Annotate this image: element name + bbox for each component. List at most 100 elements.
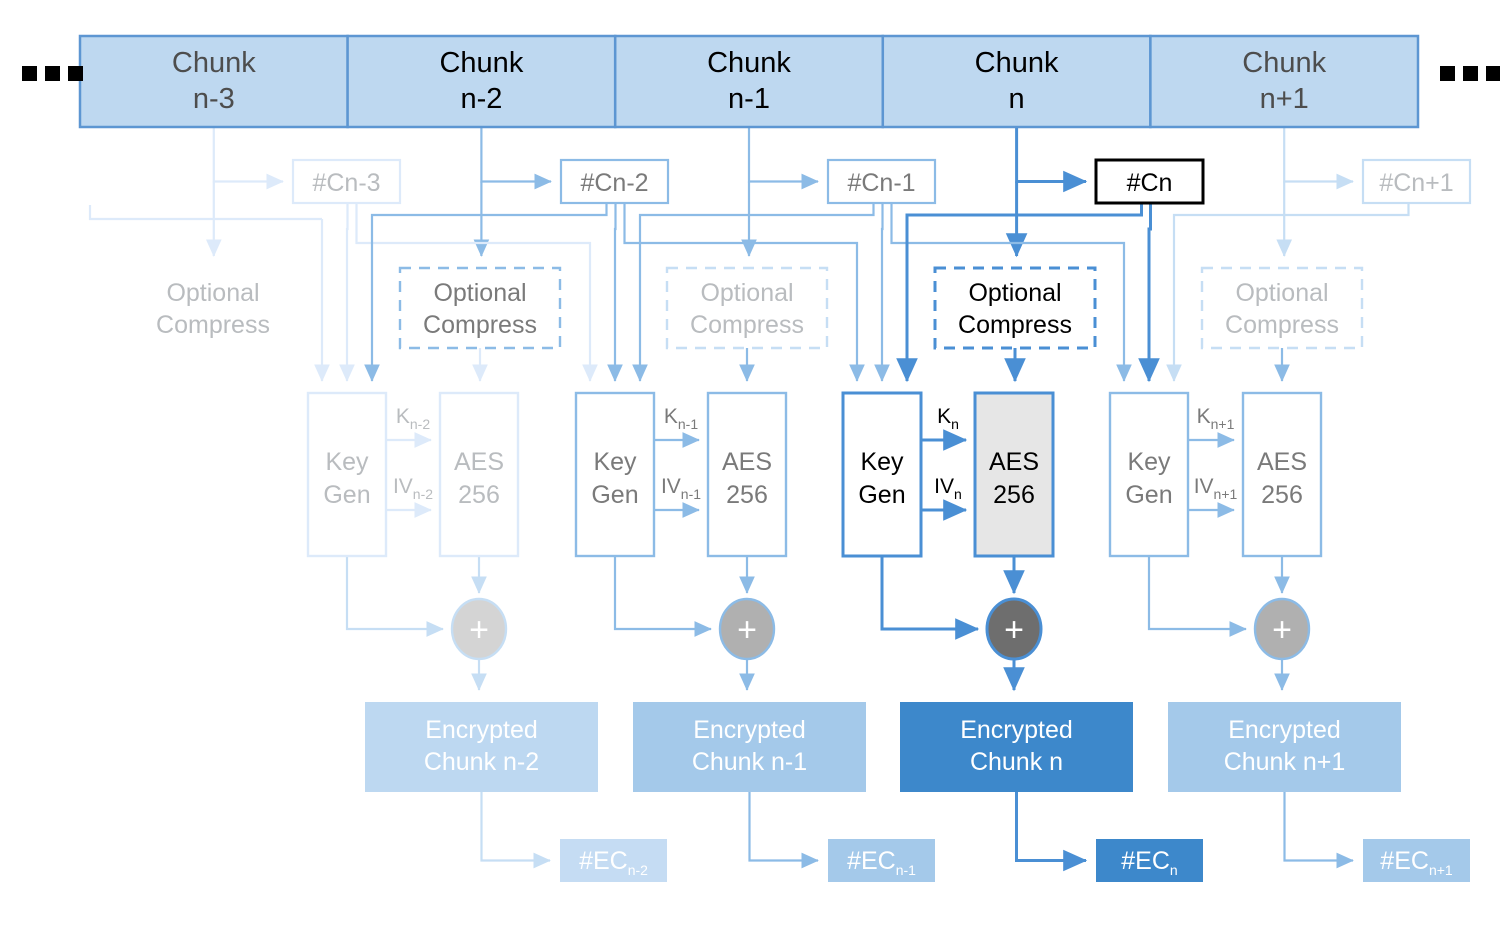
encrypted-box-enc-np1[interactable] bbox=[1168, 702, 1401, 792]
keygen-line2-kg-np1: Gen bbox=[1125, 481, 1172, 509]
chunk-label-c-np1: Chunk bbox=[1242, 47, 1326, 79]
xor-glyph-xor-n1: + bbox=[737, 611, 757, 649]
aes-box-aes-n2[interactable] bbox=[438, 391, 520, 558]
compress-box-oc-n[interactable] bbox=[933, 266, 1097, 350]
encrypted-line1-enc-np1: Encrypted bbox=[1228, 716, 1341, 744]
connector-line bbox=[1015, 127, 1088, 193]
hash-label-h-n: #Cn bbox=[1127, 169, 1173, 197]
hash-label-h-n1: #Cn-1 bbox=[847, 169, 915, 197]
connector-line bbox=[748, 792, 819, 869]
hash-box-h-np1[interactable] bbox=[1361, 158, 1472, 205]
xor-glyph-xor-n2: + bbox=[469, 611, 489, 649]
chunk-box-c-n2[interactable] bbox=[346, 34, 617, 129]
aes-line2-aes-n: 256 bbox=[993, 481, 1035, 509]
compress-box-oc-np1[interactable] bbox=[1200, 266, 1364, 350]
enc-hash-label-ec-n1: #ECn-1 bbox=[847, 847, 916, 878]
enc-hash-box-ec-n1[interactable] bbox=[828, 839, 935, 882]
chunk-index-c-n: n bbox=[1009, 83, 1025, 115]
hash-box-h-n3[interactable] bbox=[291, 158, 402, 205]
key-label-k-n: Kn bbox=[937, 405, 959, 432]
compress-line2-oc-n: Compress bbox=[958, 311, 1072, 339]
iv-label-iv-n: IVn bbox=[934, 475, 962, 502]
key-label-k-n2: Kn-2 bbox=[396, 405, 430, 432]
ellipsis-right-dot-1 bbox=[1463, 66, 1478, 81]
connector-line bbox=[607, 203, 623, 382]
chunk-box-c-np1[interactable] bbox=[1149, 34, 1420, 129]
connector-line bbox=[88, 205, 322, 221]
keygen-box-kg-n1[interactable] bbox=[574, 391, 656, 558]
encrypted-box-enc-n1[interactable] bbox=[633, 702, 866, 792]
hash-label-h-np1: #Cn+1 bbox=[1379, 169, 1453, 197]
connector-line bbox=[1015, 792, 1088, 872]
chunk-box-c-n3[interactable] bbox=[78, 34, 349, 129]
compress-line1-oc-n2: Optional bbox=[433, 279, 526, 307]
compress-line2-oc-np1: Compress bbox=[1225, 311, 1339, 339]
compress-box-oc-n1[interactable] bbox=[665, 266, 829, 350]
encrypted-line1-enc-n1: Encrypted bbox=[693, 716, 806, 744]
ellipsis-left-dot-0 bbox=[22, 66, 37, 81]
aes-box-aes-n[interactable] bbox=[973, 391, 1055, 558]
enc-hash-box-ec-n[interactable] bbox=[1096, 839, 1203, 882]
compress-line1-oc-n1: Optional bbox=[700, 279, 793, 307]
compress-line1-oc-n3: Optional bbox=[166, 279, 259, 307]
aes-line2-aes-n2: 256 bbox=[458, 481, 500, 509]
chunk-box-c-n[interactable] bbox=[881, 34, 1152, 129]
keygen-box-kg-n[interactable] bbox=[841, 391, 923, 558]
aes-line2-aes-np1: 256 bbox=[1261, 481, 1303, 509]
hash-label-h-n3: #Cn-3 bbox=[312, 169, 380, 197]
ellipsis-left-dot-2 bbox=[68, 66, 83, 81]
chunk-index-c-n1: n-1 bbox=[728, 83, 770, 115]
keygen-box-kg-n2[interactable] bbox=[306, 391, 388, 558]
xor-node-xor-n1[interactable] bbox=[718, 597, 776, 661]
connector-line bbox=[1283, 792, 1354, 869]
aes-line1-aes-n: AES bbox=[989, 448, 1039, 476]
connector-line bbox=[890, 203, 1132, 382]
enc-hash-box-ec-np1[interactable] bbox=[1363, 839, 1470, 882]
compress-line1-oc-n: Optional bbox=[968, 279, 1061, 307]
compress-line2-oc-n1: Compress bbox=[690, 311, 804, 339]
xor-node-xor-np1[interactable] bbox=[1253, 597, 1311, 661]
xor-glyph-xor-n: + bbox=[1004, 611, 1024, 649]
connector-line bbox=[1138, 203, 1160, 383]
aes-box-aes-np1[interactable] bbox=[1241, 391, 1323, 558]
ellipsis-right-dot-2 bbox=[1486, 66, 1500, 81]
chunk-box-c-n1[interactable] bbox=[613, 34, 885, 129]
iv-label-iv-n1: IVn-1 bbox=[661, 475, 701, 502]
wire-layer bbox=[88, 127, 1410, 872]
keygen-line1-kg-n2: Key bbox=[325, 448, 369, 476]
connector-line bbox=[747, 127, 819, 190]
connector-line bbox=[212, 127, 284, 190]
compress-line2-oc-n3: Compress bbox=[156, 311, 270, 339]
compress-box-oc-n2[interactable] bbox=[398, 266, 562, 350]
hash-box-h-n2[interactable] bbox=[559, 158, 670, 205]
xor-node-xor-n[interactable] bbox=[985, 597, 1043, 661]
hash-box-h-n1[interactable] bbox=[826, 158, 937, 205]
connector-line bbox=[1147, 556, 1247, 637]
xor-node-xor-n2[interactable] bbox=[450, 597, 508, 661]
aes-box-aes-n1[interactable] bbox=[706, 391, 788, 558]
aes-line1-aes-n1: AES bbox=[722, 448, 772, 476]
enc-hash-label-ec-np1: #ECn+1 bbox=[1380, 847, 1453, 878]
enc-hash-label-ec-n2: #ECn-2 bbox=[579, 847, 648, 878]
enc-hash-label-ec-n: #ECn bbox=[1121, 847, 1177, 878]
connector-line bbox=[613, 556, 712, 637]
chunk-index-c-n2: n-2 bbox=[460, 83, 502, 115]
keygen-box-kg-np1[interactable] bbox=[1108, 391, 1190, 558]
connector-line bbox=[632, 203, 875, 382]
connector-line bbox=[364, 203, 608, 382]
keygen-line1-kg-n: Key bbox=[860, 448, 904, 476]
aes-line1-aes-np1: AES bbox=[1257, 448, 1307, 476]
connector-line bbox=[355, 203, 598, 382]
keygen-line2-kg-n2: Gen bbox=[323, 481, 370, 509]
enc-hash-box-ec-n2[interactable] bbox=[560, 839, 667, 882]
connector-line bbox=[1283, 127, 1354, 190]
encrypted-box-enc-n2[interactable] bbox=[365, 702, 598, 792]
key-label-k-n1: Kn-1 bbox=[664, 405, 698, 432]
encrypted-box-enc-n[interactable] bbox=[900, 702, 1133, 792]
encrypted-line2-enc-np1: Chunk n+1 bbox=[1224, 748, 1346, 776]
hash-box-h-n[interactable] bbox=[1094, 158, 1205, 205]
connector-line bbox=[623, 203, 865, 382]
connector-line bbox=[480, 127, 552, 190]
connector-line bbox=[874, 203, 890, 382]
